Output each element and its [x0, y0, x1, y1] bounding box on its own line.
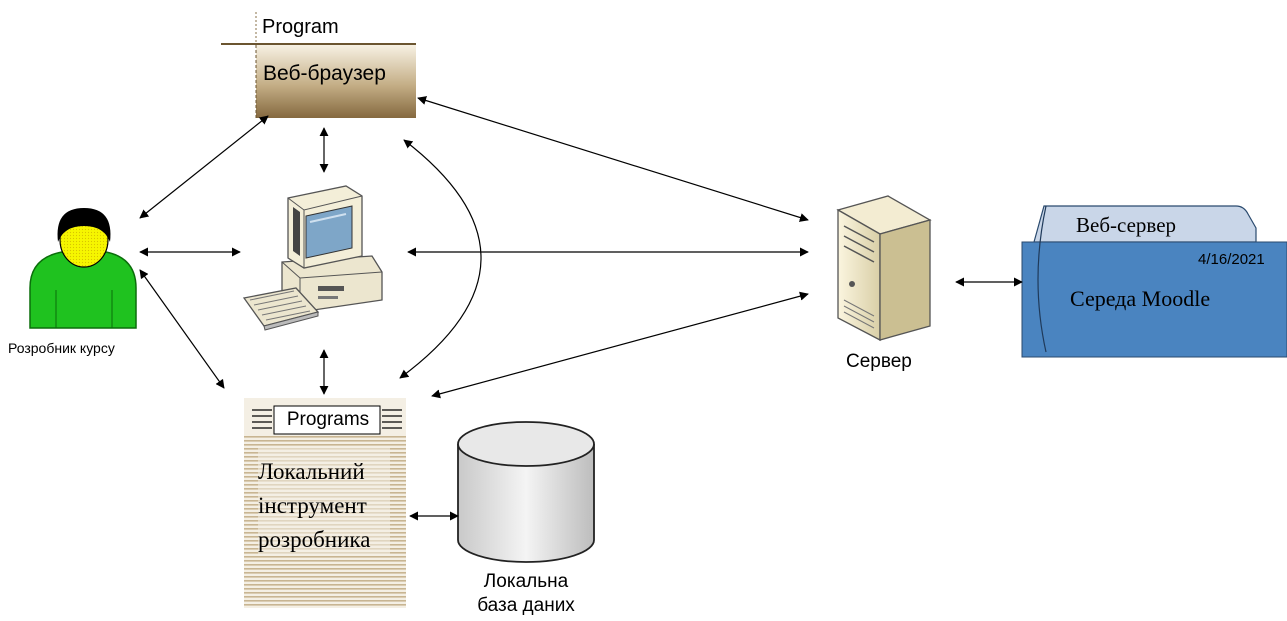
local-tool-header: Programs [286, 409, 370, 430]
developer-label: Розробник курсу [8, 340, 115, 356]
web-server-panel [1021, 205, 1287, 358]
arrow-browser-server [417, 96, 809, 222]
local-tool-header-box [273, 405, 381, 435]
local-tool-line-1: Локальний [258, 459, 365, 484]
arrow-browser-developer [139, 115, 269, 219]
browser-box [256, 45, 416, 118]
database-label-line-2: база даних [477, 595, 575, 616]
arrow-tool-server [431, 291, 809, 399]
arrow-developer-tool [139, 269, 225, 389]
arrow-browser-tool-curve [399, 139, 482, 379]
local-tool-node [244, 398, 406, 608]
local-tool-line-3: розробника [258, 527, 371, 552]
database-label: Локальна база даних [446, 570, 606, 618]
web-server-title: Середа Moodle [1070, 286, 1211, 311]
server-label: Сервер [846, 351, 912, 372]
browser-node [221, 12, 416, 118]
browser-title: Веб-браузер [263, 62, 386, 85]
developer-person-icon [29, 208, 137, 329]
web-server-date: 4/16/2021 [1198, 251, 1265, 268]
computer-icon [242, 185, 383, 331]
database-cylinder-icon [457, 421, 595, 563]
connectors [139, 96, 1023, 521]
browser-tab-label: Program [262, 16, 339, 38]
server-icon [836, 195, 932, 342]
database-label-line-1: Локальна [483, 571, 569, 592]
local-tool-text: Локальний інструмент розробника [258, 455, 370, 557]
local-tool-line-2: інструмент [258, 493, 367, 518]
web-server-tab-label: Веб-сервер [1076, 213, 1177, 237]
